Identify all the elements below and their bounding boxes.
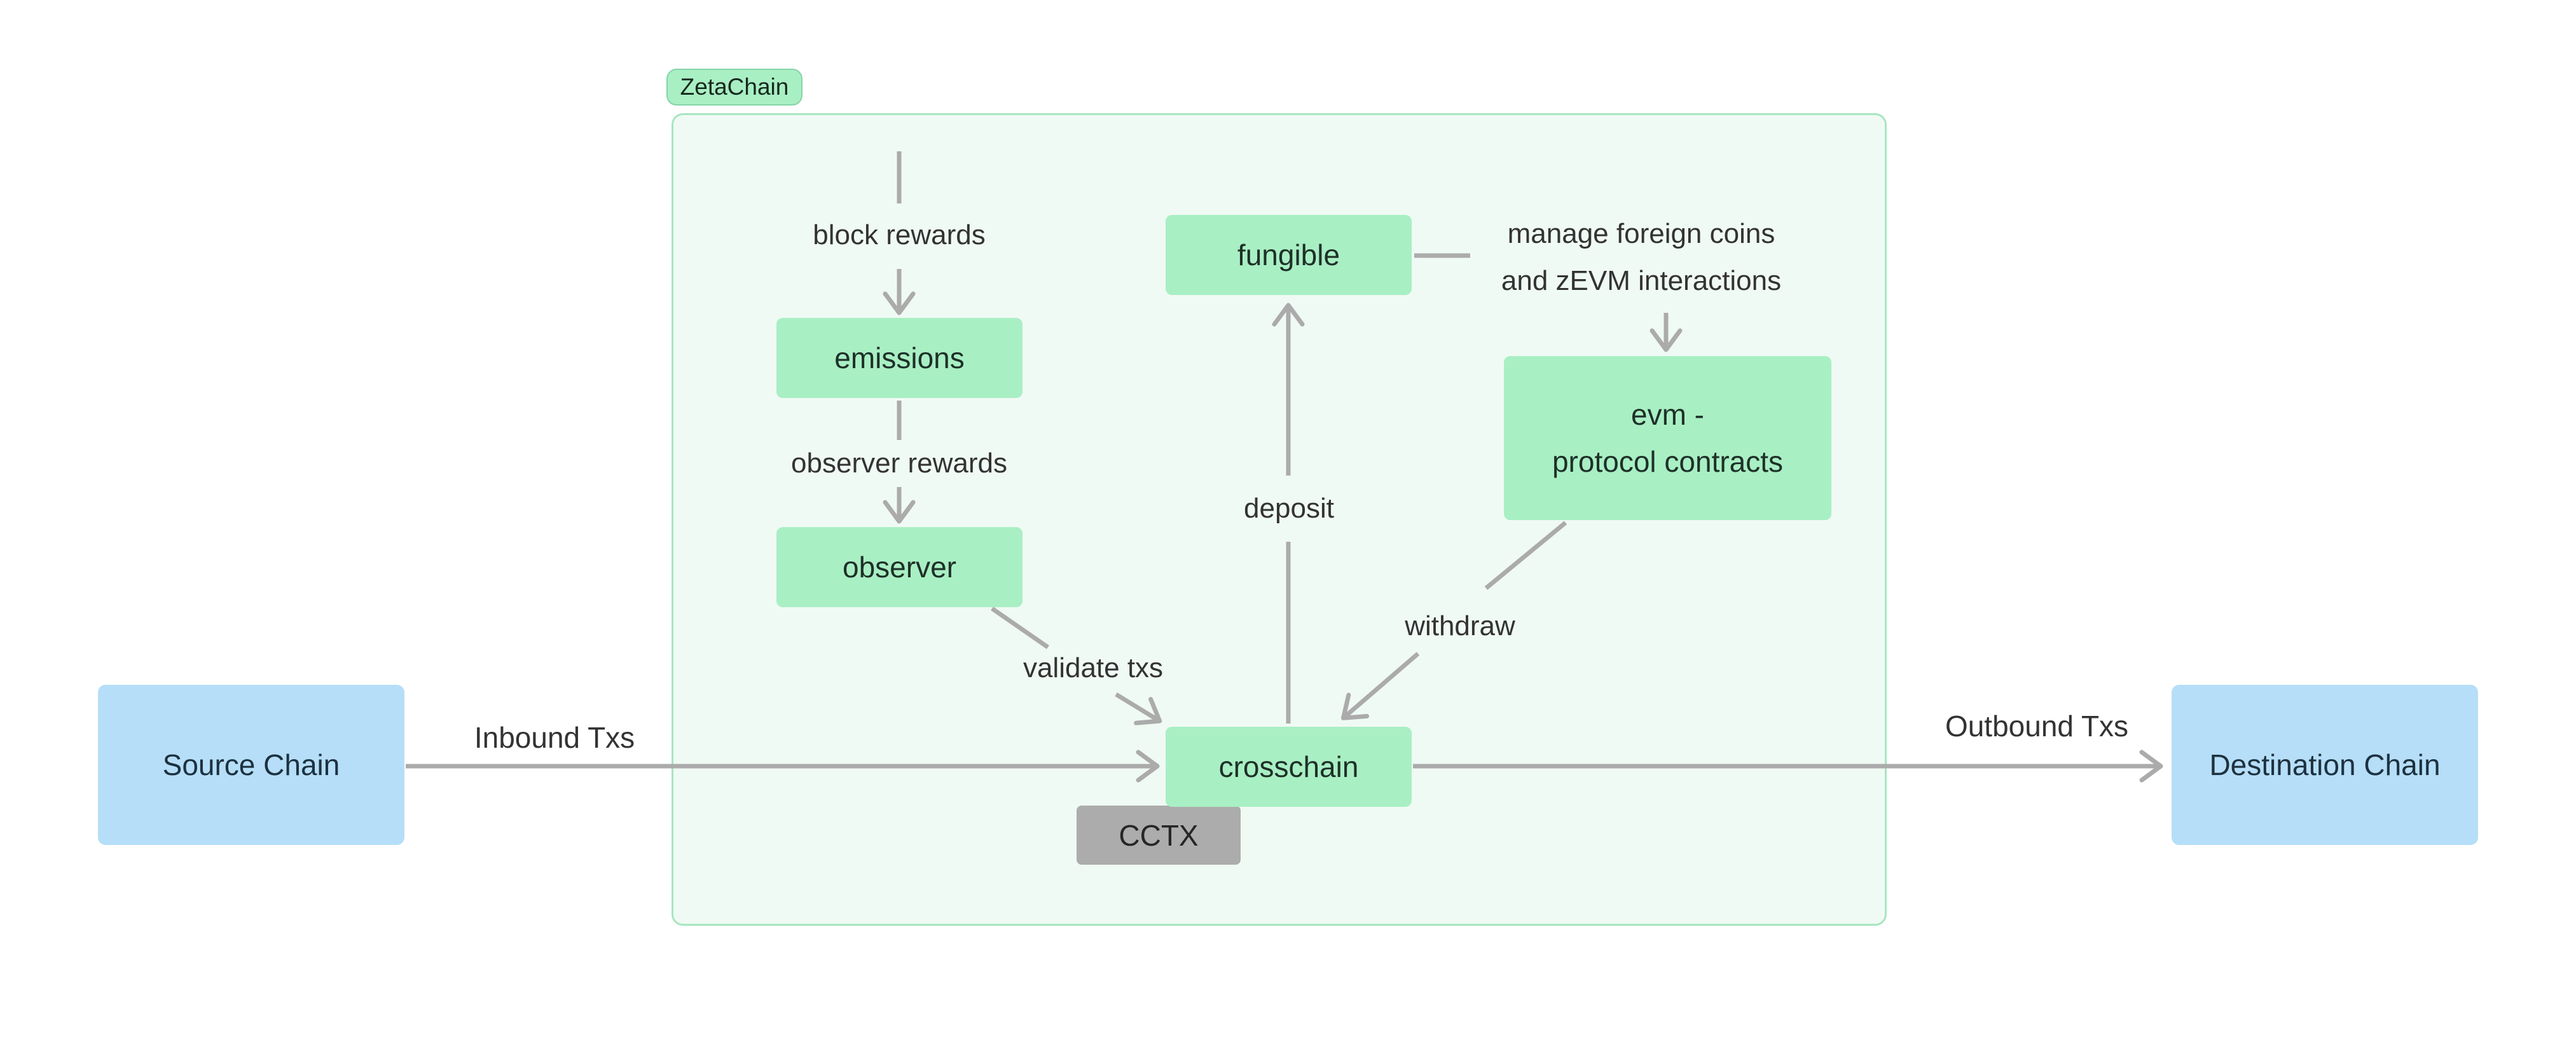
- zetachain-badge-label: ZetaChain: [680, 74, 789, 100]
- edge-label-deposit: deposit: [1244, 493, 1334, 524]
- node-emissions: emissions: [776, 318, 1023, 398]
- node-cctx-label: CCTX: [1119, 818, 1199, 852]
- edge-label-validate-txs: validate txs: [1023, 652, 1164, 683]
- node-source-chain-label: Source Chain: [162, 748, 340, 781]
- node-source-chain: Source Chain: [98, 685, 404, 845]
- node-observer: observer: [776, 527, 1023, 607]
- edge-label-observer-rewards: observer rewards: [791, 448, 1007, 479]
- edge-label-withdraw: withdraw: [1405, 610, 1515, 642]
- node-fungible-label: fungible: [1237, 238, 1340, 271]
- node-evm-protocol-contracts: evm - protocol contracts: [1504, 356, 1831, 520]
- node-emissions-label: emissions: [834, 341, 965, 374]
- node-evm-protocol-contracts-label: evm - protocol contracts: [1552, 398, 1784, 478]
- node-crosschain: crosschain: [1166, 727, 1412, 807]
- edge-label-inbound-txs: Inbound Txs: [474, 721, 635, 754]
- zetachain-badge: ZetaChain: [666, 69, 802, 106]
- edge-validate-txs-upper: [991, 607, 1049, 649]
- node-destination-chain: Destination Chain: [2172, 685, 2478, 845]
- node-observer-label: observer: [843, 551, 956, 584]
- edge-label-outbound-txs: Outbound Txs: [1945, 710, 2129, 743]
- node-destination-chain-label: Destination Chain: [2209, 748, 2441, 781]
- edge-label-manage-foreign-coins: manage foreign coins and zEVM interactio…: [1501, 218, 1782, 296]
- edge-withdraw-arrow: [1340, 652, 1420, 720]
- edge-validate-txs-arrow: [1115, 692, 1162, 725]
- edge-label-block-rewards: block rewards: [813, 219, 986, 251]
- node-fungible: fungible: [1166, 215, 1412, 295]
- edge-withdraw-upper: [1484, 521, 1567, 590]
- node-cctx: CCTX: [1077, 806, 1241, 865]
- node-crosschain-label: crosschain: [1218, 750, 1359, 783]
